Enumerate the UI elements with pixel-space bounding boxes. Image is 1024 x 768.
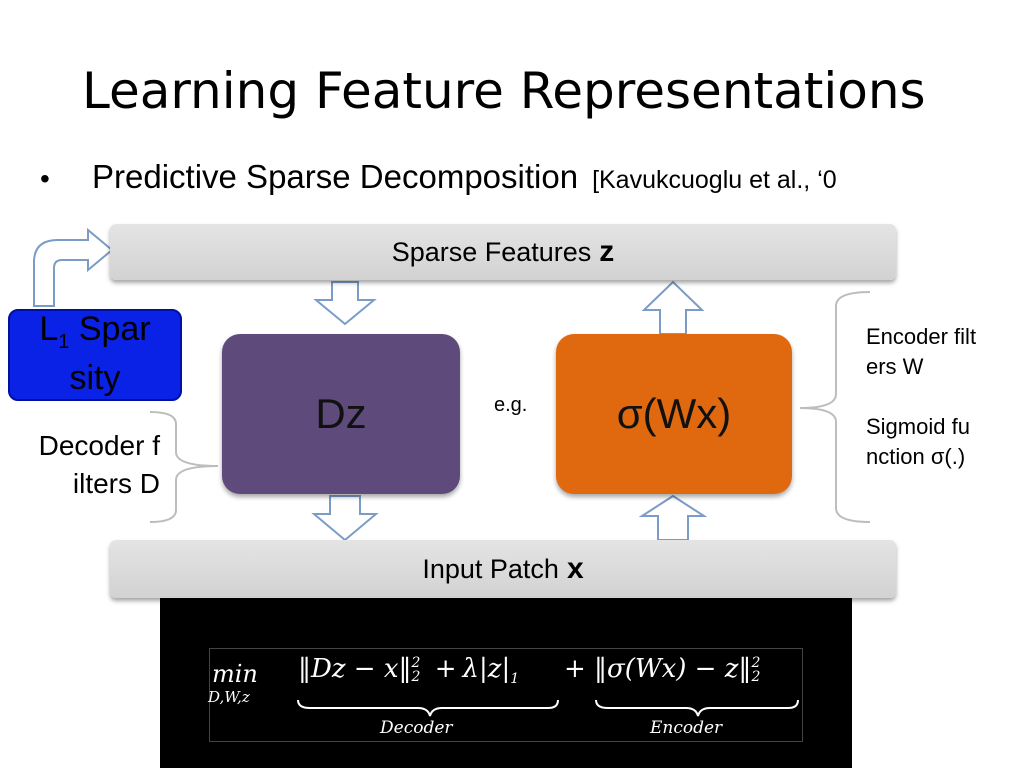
lambda-sub: 1: [510, 671, 520, 688]
l1-sparsity-box: L1 Spar sity: [8, 309, 182, 401]
eg-label: e.g.: [494, 394, 528, 416]
encoder-filters-line1: Encoder filt: [866, 324, 977, 349]
equation-panel: [160, 598, 852, 768]
l1-subscript: 1: [58, 330, 70, 353]
bullet-citation: [Kavukcuoglu et al., ‘0: [592, 166, 837, 194]
encoder-brace: [799, 291, 871, 523]
encoder-exp: 2: [751, 655, 761, 671]
input-patch-symbol: x: [566, 552, 584, 585]
bullet-line: • Predictive Sparse Decomposition [Kavukcu…: [40, 158, 1024, 198]
l1-rest: Spar: [69, 310, 151, 348]
down-arrow-icon: [311, 495, 379, 542]
decoder-filters-label: Decoder f ilters D: [0, 427, 160, 503]
l1-letter: L: [39, 310, 59, 348]
sparse-features-symbol: z: [599, 235, 615, 268]
decoder-brace-label: Decoder: [380, 718, 453, 738]
lambda-term: λ|z|: [462, 654, 511, 684]
decoder-exp: 2: [411, 655, 421, 671]
decoder-box: Dz: [222, 334, 460, 494]
sigmoid-line2: nction σ(.): [866, 444, 966, 469]
decoder-box-label: Dz: [315, 390, 367, 437]
decoder-filters-line1: Decoder f: [38, 430, 160, 461]
sigmoid-line1: Sigmoid fu: [866, 414, 970, 439]
sparsity-arrow-icon: [33, 227, 114, 307]
encoder-brace-label: Encoder: [650, 718, 723, 738]
l1-sparsity-line1: L1 Spar: [10, 311, 180, 360]
bullet-marker: •: [40, 163, 50, 194]
encoder-box: σ(Wx): [556, 334, 792, 494]
decoder-norm: ‖Dz − x‖: [298, 654, 412, 684]
decoder-sub: 2: [411, 669, 421, 685]
equation-min: min: [212, 660, 258, 688]
slide-title: Learning Feature Representations: [82, 62, 926, 120]
equation-min-subscript: D,W,z: [208, 688, 250, 706]
decoder-underbrace: [297, 699, 559, 717]
encoder-underbrace: [595, 699, 799, 717]
plus-sign: +: [434, 654, 457, 684]
encoder-description: Encoder filt ers W Sigmoid fu nction σ(.…: [866, 322, 1024, 472]
down-arrow-icon: [313, 281, 377, 326]
up-arrow-icon: [641, 280, 705, 335]
bullet-text: Predictive Sparse Decomposition: [92, 158, 579, 195]
encoder-box-label: σ(Wx): [616, 390, 732, 437]
encoder-filters-line2: ers W: [866, 354, 924, 379]
l1-sparsity-line2: sity: [69, 358, 121, 397]
sparse-features-label: Sparse Features: [391, 236, 592, 267]
equation-frame: [209, 648, 803, 742]
encoder-sub: 2: [751, 669, 761, 685]
equation-plus: +: [564, 654, 586, 684]
encoder-norm: ‖σ(Wx) − z‖: [594, 654, 752, 684]
decoder-brace: [149, 411, 219, 523]
up-arrow-icon: [638, 494, 708, 541]
input-patch-label: Input Patch: [422, 553, 559, 584]
decoder-filters-line2: ilters D: [72, 468, 160, 499]
